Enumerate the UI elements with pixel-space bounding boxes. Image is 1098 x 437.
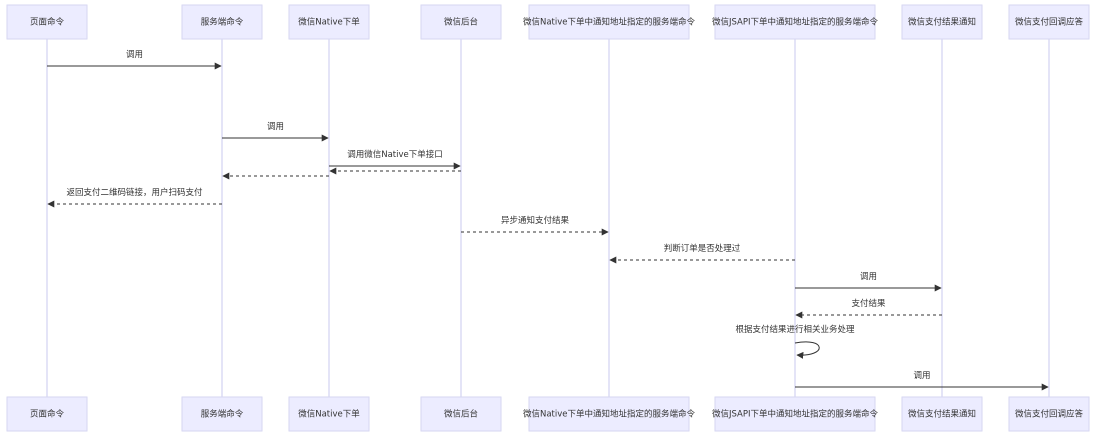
participant-label: 服务端命令 bbox=[201, 409, 244, 420]
participant-box bbox=[181, 4, 263, 40]
participant-label: 微信支付回调应答 bbox=[1015, 409, 1084, 420]
participant-box bbox=[901, 4, 983, 40]
participant-box bbox=[528, 4, 690, 40]
participant-label: 微信JSAPI下单中通知地址指定的服务端命令 bbox=[712, 409, 879, 420]
message-label: 异步通知支付结果 bbox=[501, 215, 570, 226]
participant-box bbox=[6, 396, 88, 432]
participant-jsapiNotify-top: 微信JSAPI下单中通知地址指定的服务端命令 bbox=[712, 4, 879, 40]
participant-label: 微信支付结果通知 bbox=[908, 17, 976, 28]
participant-label: 微信后台 bbox=[444, 409, 478, 420]
participant-box bbox=[901, 396, 983, 432]
participant-label: 服务端命令 bbox=[201, 17, 244, 28]
participant-label: 微信Native下单中通知地址指定的服务端命令 bbox=[523, 17, 696, 28]
message-loop bbox=[794, 341, 820, 359]
message-label: 调用 bbox=[267, 122, 284, 132]
participant-box bbox=[1008, 4, 1090, 40]
message-0: 调用 bbox=[47, 50, 222, 70]
participant-backend-top: 微信后台 bbox=[420, 4, 502, 40]
participant-box bbox=[6, 4, 88, 40]
participant-label: 页面命令 bbox=[30, 409, 65, 420]
participant-jsapiNotify-bottom: 微信JSAPI下单中通知地址指定的服务端命令 bbox=[712, 396, 879, 432]
participant-native-bottom: 微信Native下单 bbox=[288, 396, 370, 432]
participant-box bbox=[288, 396, 370, 432]
participant-box bbox=[288, 4, 370, 40]
participant-box bbox=[420, 4, 502, 40]
participant-native-top: 微信Native下单 bbox=[288, 4, 370, 40]
participant-payResult-top: 微信支付结果通知 bbox=[901, 4, 983, 40]
message-label: 调用 bbox=[126, 50, 143, 60]
message-7: 异步通知支付结果 bbox=[461, 215, 609, 236]
message-3: 调用微信Native下单接口 bbox=[329, 149, 461, 170]
participant-reply-top: 微信支付回调应答 bbox=[1008, 4, 1090, 40]
participant-box bbox=[528, 396, 690, 432]
participant-nativeNotify-top: 微信Native下单中通知地址指定的服务端命令 bbox=[523, 4, 696, 40]
message-label: 支付结果 bbox=[851, 298, 886, 309]
participant-label: 微信支付结果通知 bbox=[908, 409, 976, 420]
message-11: 根据支付结果进行相关业务处理 bbox=[735, 324, 855, 359]
message-10: 支付结果 bbox=[795, 298, 942, 319]
message-6: 返回支付二维码链接，用户扫码支付 bbox=[47, 187, 222, 208]
message-8: 判断订单是否处理过 bbox=[609, 243, 795, 264]
message-label: 调用 bbox=[913, 371, 930, 381]
message-label: 判断订单是否处理过 bbox=[664, 243, 741, 254]
message-2: 调用 bbox=[222, 122, 329, 142]
participant-box bbox=[1008, 396, 1090, 432]
participant-label: 微信Native下单中通知地址指定的服务端命令 bbox=[523, 409, 696, 420]
participant-label: 微信Native下单 bbox=[298, 17, 360, 28]
participant-box bbox=[714, 4, 876, 40]
participant-box bbox=[420, 396, 502, 432]
participant-page-bottom: 页面命令 bbox=[6, 396, 88, 432]
participant-backend-bottom: 微信后台 bbox=[420, 396, 502, 432]
participant-page-top: 页面命令 bbox=[6, 4, 88, 40]
participant-box bbox=[181, 396, 263, 432]
message-9: 调用 bbox=[795, 272, 942, 292]
participant-nativeNotify-bottom: 微信Native下单中通知地址指定的服务端命令 bbox=[523, 396, 696, 432]
message-12: 调用 bbox=[795, 371, 1049, 391]
message-label: 调用 bbox=[860, 272, 877, 282]
participant-payResult-bottom: 微信支付结果通知 bbox=[901, 396, 983, 432]
message-label: 调用微信Native下单接口 bbox=[347, 149, 443, 160]
participant-label: 页面命令 bbox=[30, 17, 65, 28]
message-label: 返回支付二维码链接，用户扫码支付 bbox=[66, 187, 203, 198]
participant-service-top: 服务端命令 bbox=[181, 4, 263, 40]
participant-label: 微信Native下单 bbox=[298, 409, 360, 420]
participant-service-bottom: 服务端命令 bbox=[181, 396, 263, 432]
participant-label: 微信JSAPI下单中通知地址指定的服务端命令 bbox=[712, 17, 879, 28]
participant-box bbox=[714, 396, 876, 432]
message-label: 根据支付结果进行相关业务处理 bbox=[735, 324, 855, 335]
participant-label: 微信后台 bbox=[444, 17, 478, 28]
participant-label: 微信支付回调应答 bbox=[1015, 17, 1084, 28]
participant-reply-bottom: 微信支付回调应答 bbox=[1008, 396, 1090, 432]
